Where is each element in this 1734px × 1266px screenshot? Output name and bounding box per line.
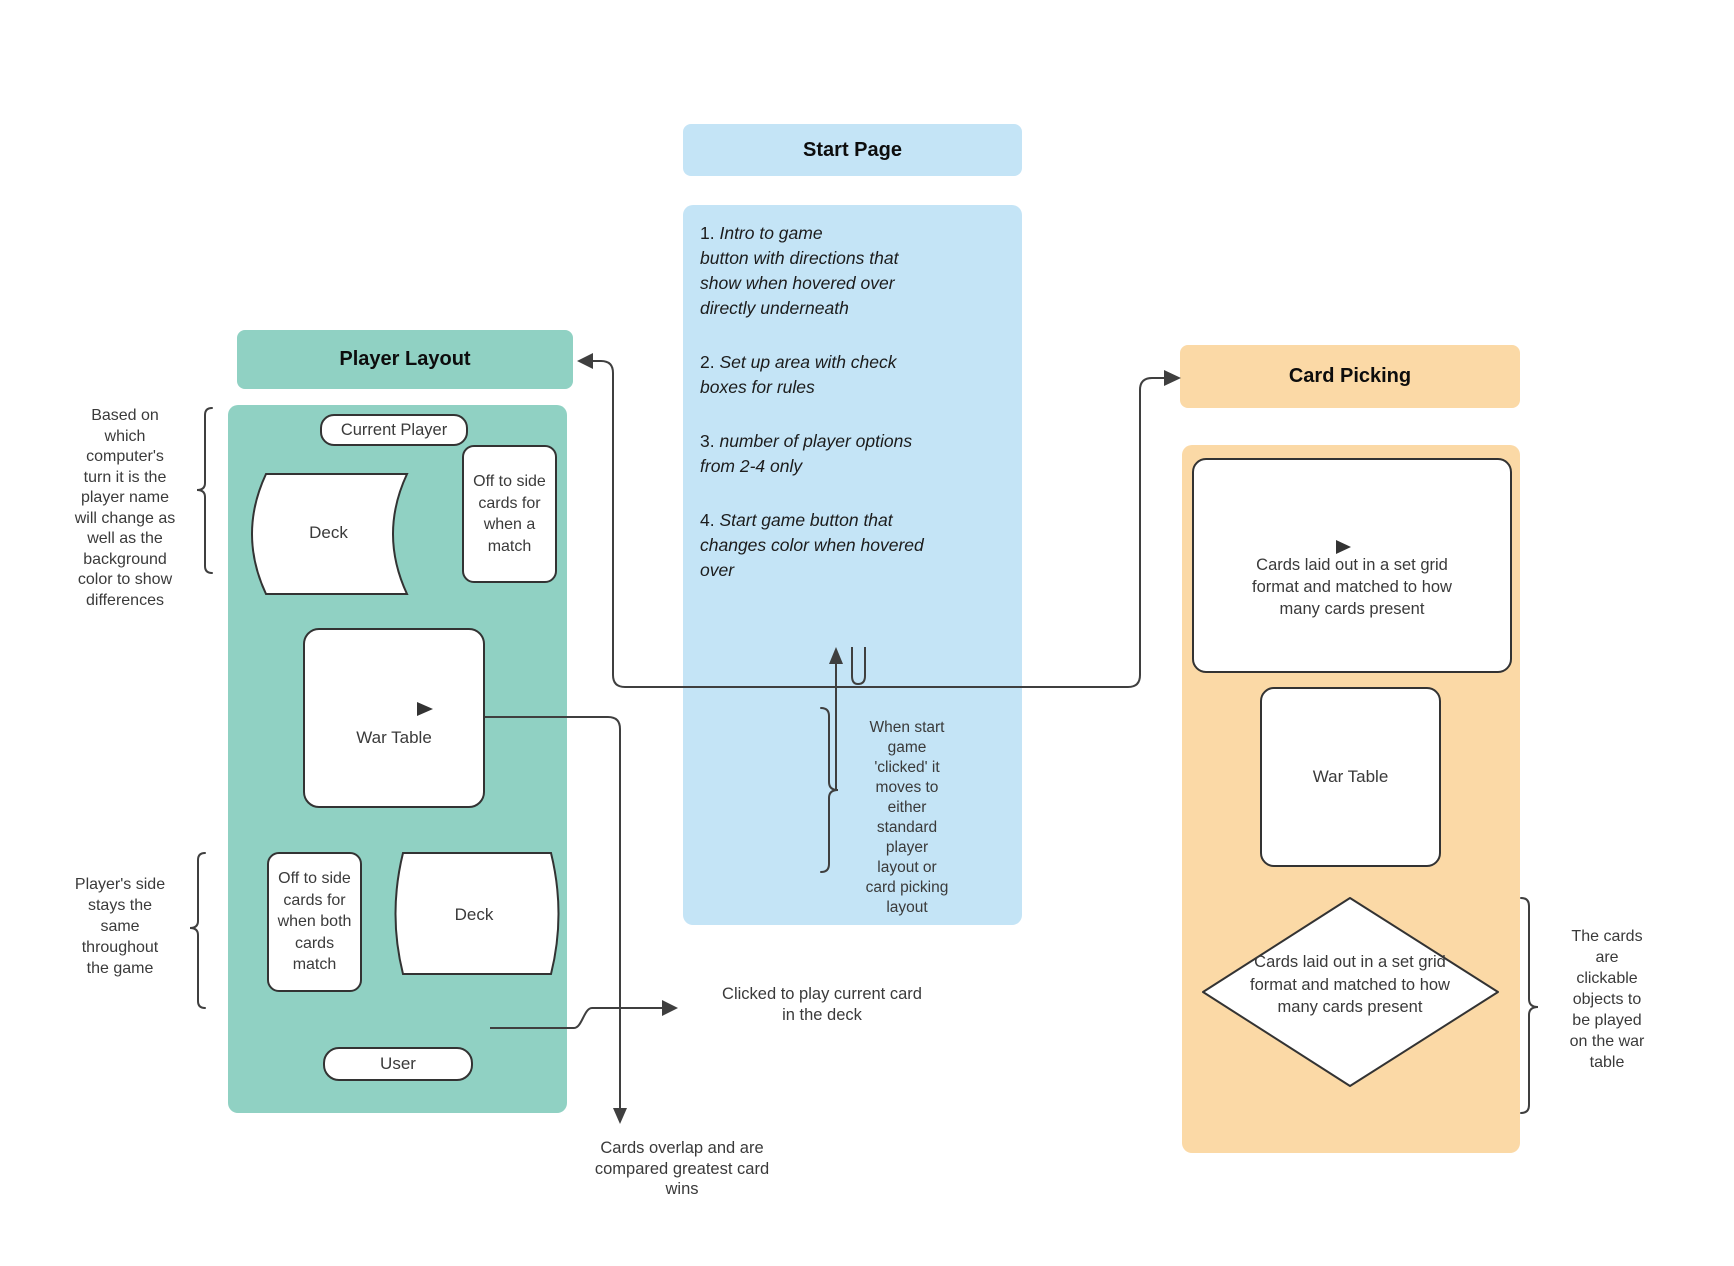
start-page-title-label: Start Page — [803, 138, 902, 161]
clickable-note: The cards are clickable objects to be pl… — [1569, 928, 1645, 1071]
deck-top-label: Deck — [309, 523, 348, 542]
player-layout-title: Player Layout — [237, 330, 573, 389]
turn-note: Based on which computer's turn it is the… — [74, 407, 176, 609]
current-player-node: Current Player — [320, 414, 468, 446]
click-play-note: Clicked to play current card in the deck — [722, 985, 922, 1024]
arrowhead-down — [613, 1108, 627, 1124]
player-layout-title-label: Player Layout — [339, 348, 471, 370]
overlap-note: Cards overlap and are compared greatest … — [594, 1139, 770, 1198]
war-table-right-node: War Table — [1260, 687, 1441, 867]
when-start-note: When start game 'clicked' it moves to ei… — [865, 719, 949, 916]
arrowhead-click-play — [662, 1000, 678, 1016]
start-page-item-1: 1. Intro to game button with directions … — [700, 223, 899, 318]
war-table-label: War Table — [356, 728, 432, 747]
user-node: User — [323, 1047, 473, 1081]
off-side-top-label: Off to side cards for when a match — [473, 473, 546, 555]
start-page-item-3: 3. number of player options from 2-4 onl… — [700, 431, 913, 476]
card-picking-title-label: Card Picking — [1288, 365, 1412, 387]
arrowhead-to-card-picking — [1164, 370, 1181, 386]
start-page-list: 1. Intro to game button with directions … — [700, 221, 1015, 612]
start-page-item-2: 2. Set up area with check boxes for rule… — [700, 352, 897, 397]
start-page-title: Start Page — [683, 124, 1022, 176]
off-side-top-node: Off to side cards for when a match — [462, 445, 557, 583]
war-table-right-label: War Table — [1312, 767, 1389, 786]
off-side-bottom-label: Off to side cards for when both cards ma… — [277, 870, 352, 974]
grid-cards-label: Cards laid out in a set grid format and … — [1252, 556, 1452, 618]
side-note: Player's side stays the same throughout … — [74, 876, 166, 977]
current-player-label: Current Player — [340, 420, 448, 439]
arrowhead-to-player-layout — [577, 353, 593, 369]
grid-cards-node: Cards laid out in a set grid format and … — [1192, 458, 1512, 673]
grid-diamond-label: Cards laid out in a set grid format and … — [1250, 953, 1450, 1016]
user-label: User — [380, 1054, 416, 1073]
off-side-bottom-node: Off to side cards for when both cards ma… — [267, 852, 362, 992]
start-page-item-4: 4. Start game button that changes color … — [700, 510, 924, 580]
war-table-node: War Table — [303, 628, 485, 808]
deck-bottom-label: Deck — [454, 905, 494, 924]
card-picking-title: Card Picking — [1180, 345, 1520, 408]
